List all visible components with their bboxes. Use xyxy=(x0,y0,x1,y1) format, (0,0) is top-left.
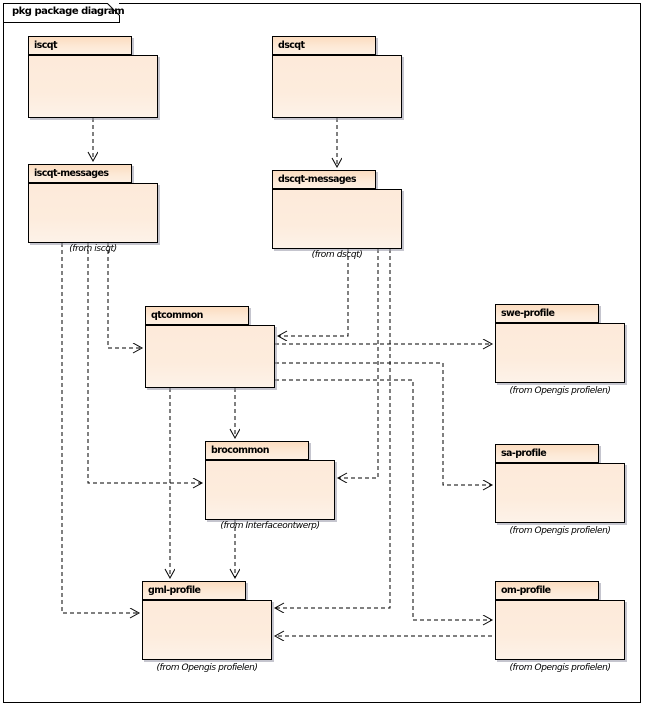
dep-iscqt-messages-to-qtcommon xyxy=(107,243,142,348)
package-om-profile-body xyxy=(495,600,625,660)
package-qtcommon-label: qtcommon xyxy=(151,310,203,321)
dep-iscqt-messages-to-gml-profile xyxy=(61,243,139,613)
package-iscqt-messages-tab: iscqt-messages xyxy=(28,164,132,183)
package-iscqt-messages-body xyxy=(28,183,158,243)
dep-iscqt-messages-to-brocommon xyxy=(87,243,202,483)
package-sa-profile-tab: sa-profile xyxy=(495,444,599,463)
frame-tab-shape xyxy=(3,3,120,23)
package-sa-profile-from: (from Opengis profielen) xyxy=(509,526,611,536)
package-gml-profile-tab: gml-profile xyxy=(142,581,246,600)
package-brocommon-body xyxy=(205,460,335,520)
package-dscqt-body xyxy=(272,55,402,118)
package-iscqt-label: iscqt xyxy=(34,40,57,51)
package-sa-profile-label: sa-profile xyxy=(501,448,547,459)
package-gml-profile-from: (from Opengis profielen) xyxy=(156,663,258,673)
package-qtcommon-tab: qtcommon xyxy=(145,306,249,325)
package-dscqt-messages-from: (from dscqt) xyxy=(311,250,363,260)
package-swe-profile-body xyxy=(495,323,625,383)
package-dscqt-label: dscqt xyxy=(278,40,305,51)
package-om-profile-label: om-profile xyxy=(501,585,551,596)
dep-dscqt-messages-to-brocommon xyxy=(338,249,379,478)
package-brocommon-tab: brocommon xyxy=(205,441,309,460)
package-om-profile-from: (from Opengis profielen) xyxy=(509,663,611,673)
package-iscqt-tab: iscqt xyxy=(28,36,132,55)
package-iscqt-messages-from: (from iscqt) xyxy=(69,244,117,254)
package-dscqt-messages-body xyxy=(272,189,402,249)
package-brocommon-label: brocommon xyxy=(211,445,269,456)
package-dscqt-messages-tab: dscqt-messages xyxy=(272,170,376,189)
package-brocommon-from: (from Interfaceontwerp) xyxy=(220,521,320,531)
dep-dscqt-messages-to-qtcommon xyxy=(278,249,349,336)
dep-qtcommon-to-sa-profile xyxy=(275,362,492,485)
package-dscqt-messages-label: dscqt-messages xyxy=(278,174,357,185)
package-swe-profile-from: (from Opengis profielen) xyxy=(509,386,611,396)
package-swe-profile-tab: swe-profile xyxy=(495,304,599,323)
frame-title-tab: pkg package diagram xyxy=(3,3,125,23)
package-om-profile-tab: om-profile xyxy=(495,581,599,600)
package-gml-profile-label: gml-profile xyxy=(148,585,201,596)
package-iscqt-messages-label: iscqt-messages xyxy=(34,168,109,179)
package-iscqt-body xyxy=(28,55,158,118)
package-swe-profile-label: swe-profile xyxy=(501,308,555,319)
uml-frame-border xyxy=(3,3,641,703)
frame-title-label: pkg package diagram xyxy=(12,6,125,17)
package-gml-profile-body xyxy=(142,600,272,660)
dep-dscqt-messages-to-gml-profile xyxy=(275,249,391,608)
package-qtcommon-body xyxy=(145,325,275,388)
package-sa-profile-body xyxy=(495,463,625,523)
package-dscqt-tab: dscqt xyxy=(272,36,376,55)
